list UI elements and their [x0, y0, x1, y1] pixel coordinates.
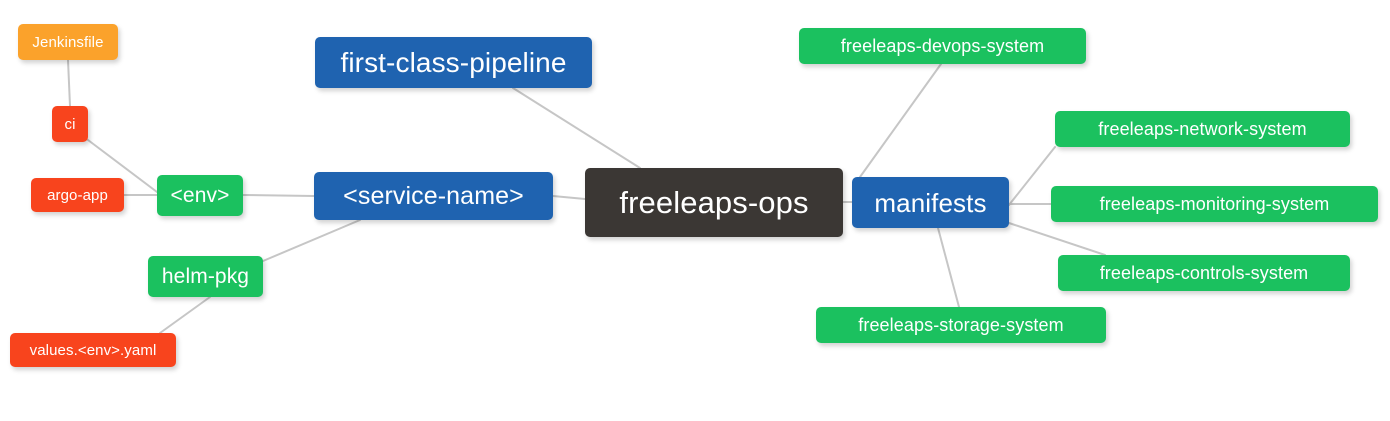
edge-manifests-to-storage-system: [937, 227, 960, 308]
edge-manifests-to-network-system: [1008, 146, 1056, 206]
edge-manifests-to-devops-system: [859, 63, 942, 178]
edge-env-to-service-name: [242, 194, 315, 197]
node-env[interactable]: <env>: [157, 175, 243, 216]
edge-jenkinsfile-to-ci: [67, 59, 71, 107]
edge-manifests-to-controls-system: [1008, 222, 1106, 256]
node-monitoring-system[interactable]: freeleaps-monitoring-system: [1051, 186, 1378, 222]
node-manifests[interactable]: manifests: [852, 177, 1009, 228]
node-ci[interactable]: ci: [52, 106, 88, 142]
edge-values-yaml-to-helm-pkg: [159, 296, 211, 334]
node-helm-pkg[interactable]: helm-pkg: [148, 256, 263, 297]
node-freeleaps-ops[interactable]: freeleaps-ops: [585, 168, 843, 237]
node-devops-system[interactable]: freeleaps-devops-system: [799, 28, 1086, 64]
node-argo-app[interactable]: argo-app: [31, 178, 124, 212]
node-storage-system[interactable]: freeleaps-storage-system: [816, 307, 1106, 343]
node-jenkinsfile[interactable]: Jenkinsfile: [18, 24, 118, 60]
edge-service-name-to-freeleaps-ops: [552, 195, 586, 200]
node-network-system[interactable]: freeleaps-network-system: [1055, 111, 1350, 147]
node-controls-system[interactable]: freeleaps-controls-system: [1058, 255, 1350, 291]
edge-helm-pkg-to-service-name: [262, 219, 361, 262]
edge-first-class-pipeline-to-freeleaps-ops: [512, 87, 641, 169]
node-service-name[interactable]: <service-name>: [314, 172, 553, 220]
node-first-class-pipeline[interactable]: first-class-pipeline: [315, 37, 592, 88]
node-values-yaml[interactable]: values.<env>.yaml: [10, 333, 176, 367]
